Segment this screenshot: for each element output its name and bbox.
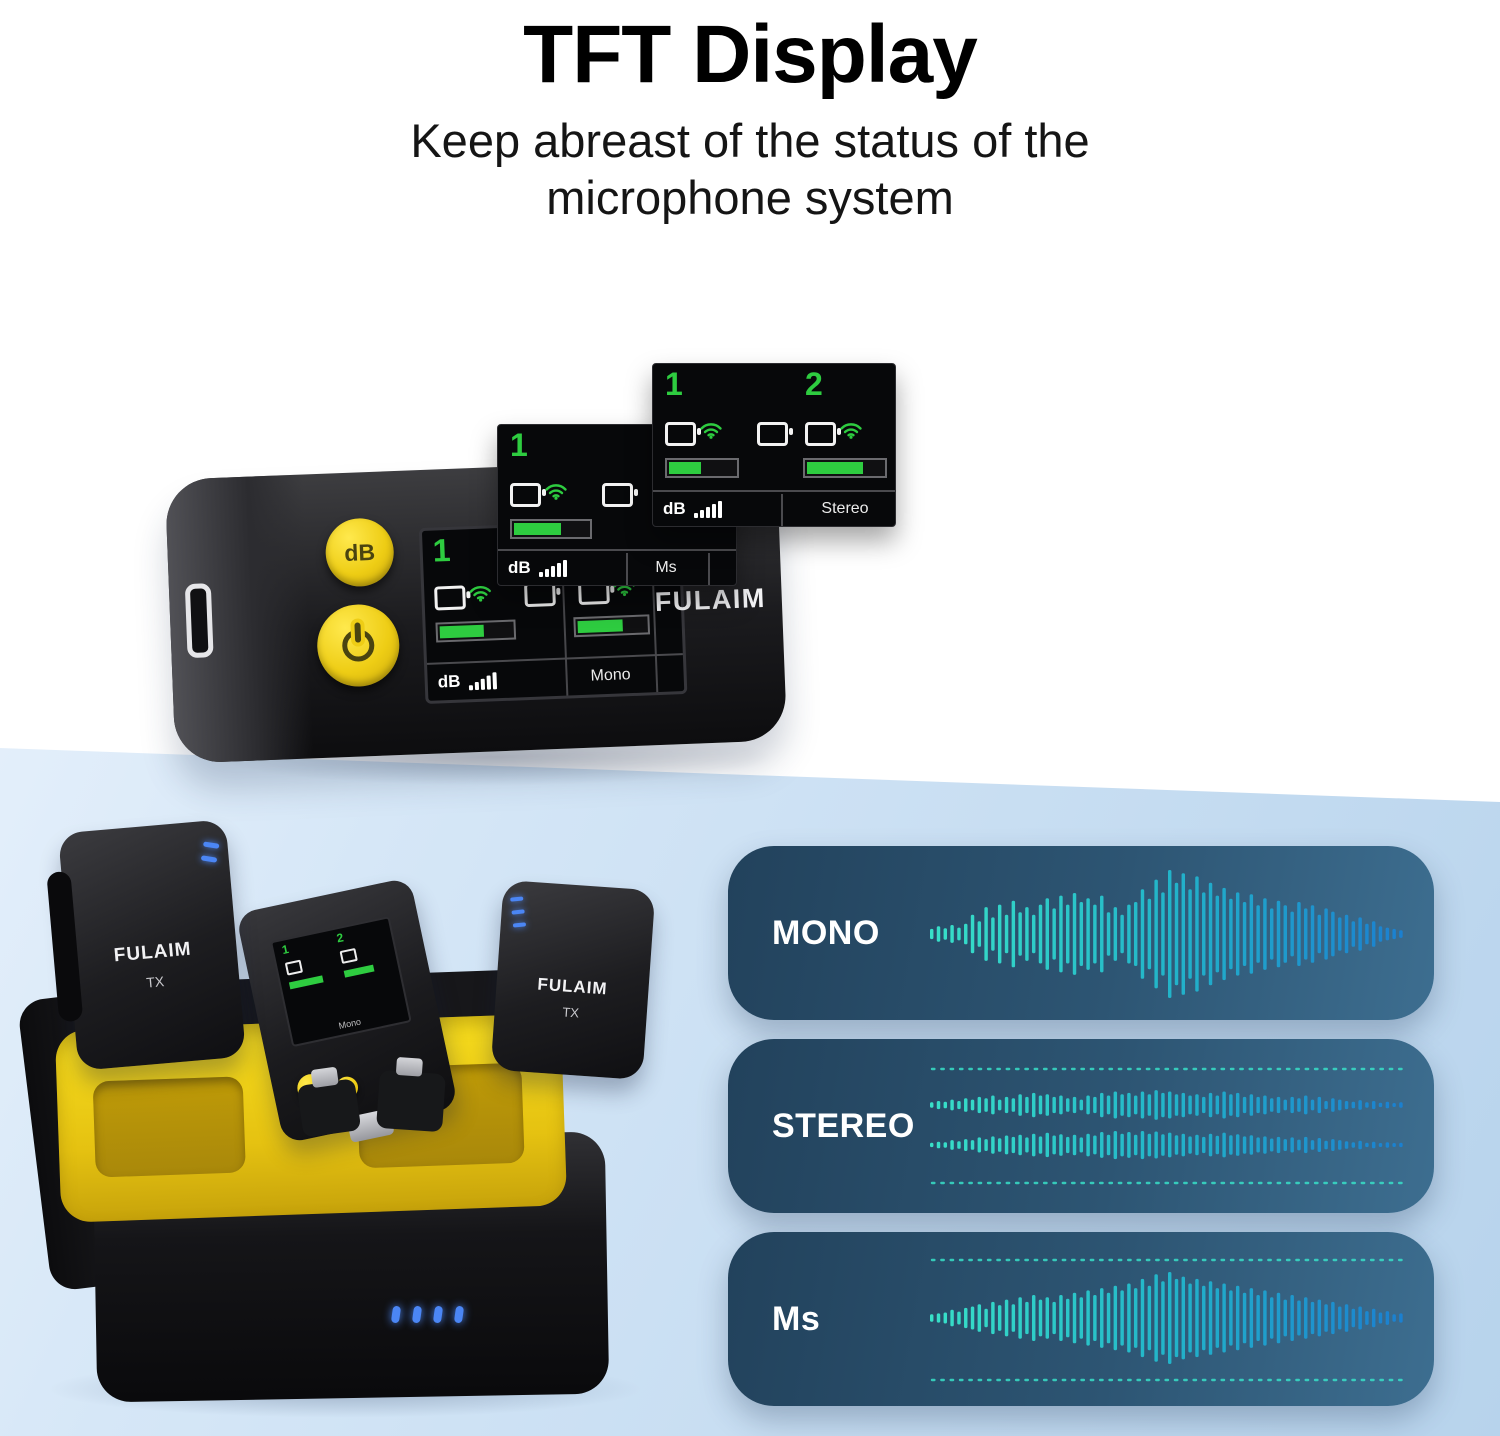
- channel-1-number: 1: [510, 427, 528, 463]
- battery-level-meter: [573, 614, 651, 638]
- ms-waveform: [930, 1258, 1406, 1382]
- screen-status-row: dB Mono: [426, 653, 685, 701]
- signal-bars-icon: [538, 559, 567, 577]
- power-icon: [342, 629, 375, 662]
- signal-bars-icon: [468, 671, 497, 690]
- brand-logo: FULAIM: [536, 974, 609, 999]
- mono-waveform: [930, 870, 1403, 998]
- receiver-mini-screen: 1 2 Mono: [269, 916, 412, 1048]
- screen-status-row: dB Stereo: [653, 490, 895, 526]
- page-subtitle: Keep abreast of the status of the microp…: [0, 112, 1500, 227]
- battery-level-meter: [435, 619, 517, 643]
- wifi-signal-icon: [700, 423, 722, 439]
- battery-icon: [434, 585, 466, 611]
- header: TFT Display Keep abreast of the status o…: [0, 0, 1500, 227]
- battery-level-meter: [665, 458, 739, 478]
- wifi-signal-icon: [840, 423, 862, 439]
- power-button: [315, 603, 401, 689]
- battery-icon: [665, 422, 701, 446]
- subtitle-line-2: microphone system: [546, 171, 954, 225]
- channel-1-number: 1: [431, 531, 452, 569]
- db-label: dB: [437, 671, 461, 692]
- wifi-signal-icon: [545, 484, 567, 500]
- mode-panel-label: STEREO: [772, 1106, 915, 1145]
- battery-level-meter: [510, 519, 592, 539]
- page-title: TFT Display: [523, 9, 978, 100]
- channel-2-number: 2: [335, 930, 345, 946]
- tx-label: TX: [145, 973, 165, 991]
- mode-label: Mono: [590, 666, 631, 685]
- mode-panel-label: Ms: [772, 1299, 821, 1338]
- battery-icon: [602, 483, 638, 507]
- channel-1-number: 1: [665, 366, 683, 402]
- battery-icon: [339, 947, 358, 964]
- receiver-endcap: [164, 474, 314, 764]
- brand-logo: FULAIM: [654, 582, 767, 618]
- audio-mode-panels: MONO STEREO Ms: [728, 846, 1434, 1425]
- db-label: dB: [663, 499, 686, 518]
- channel-1-number: 1: [280, 941, 291, 958]
- transmitter-left: FULAIM TX: [57, 819, 247, 1071]
- battery-icon: [757, 422, 793, 446]
- mode-label: Ms: [655, 559, 677, 576]
- tx-label: TX: [561, 1004, 580, 1021]
- transmitter-right: FULAIM TX: [490, 879, 656, 1081]
- db-button: dB: [324, 517, 395, 588]
- battery-level-meter: [343, 964, 375, 978]
- battery-icon: [510, 483, 546, 507]
- battery-icon: [284, 959, 304, 976]
- db-label: dB: [508, 558, 531, 577]
- db-button-label: dB: [343, 538, 376, 566]
- mode-panel-mono: MONO: [728, 846, 1434, 1020]
- brand-logo: FULAIM: [112, 938, 193, 967]
- mode-panel-label: MONO: [772, 913, 880, 952]
- lightning-adapter: [296, 1078, 362, 1138]
- mode-label: Mono: [337, 1016, 362, 1031]
- mode-panel-ms: Ms: [728, 1232, 1434, 1406]
- led-indicator-icons: [510, 896, 527, 928]
- screen-divider: [626, 553, 628, 585]
- led-indicator-icons: [200, 841, 220, 863]
- case-charge-leds: [390, 1305, 465, 1324]
- usb-c-port-icon: [184, 583, 214, 659]
- screen-callout-stereo: 1 2 dB Stereo: [652, 363, 896, 527]
- tray-slot: [92, 1076, 246, 1178]
- channel-2-number: 2: [805, 366, 823, 402]
- battery-level-meter: [288, 975, 324, 990]
- screen-divider: [781, 494, 783, 526]
- screen-status-row: dB Ms: [498, 549, 736, 585]
- battery-level-meter: [803, 458, 887, 478]
- subtitle-line-1: Keep abreast of the status of the: [410, 114, 1090, 167]
- usb-c-adapter: [376, 1069, 446, 1133]
- wifi-signal-icon: [469, 586, 491, 602]
- battery-icon: [805, 422, 841, 446]
- stereo-waveform: [930, 1067, 1406, 1185]
- signal-bars-icon: [693, 500, 722, 518]
- screen-divider: [708, 553, 710, 585]
- mode-panel-stereo: STEREO: [728, 1039, 1434, 1213]
- mode-label: Stereo: [821, 500, 869, 517]
